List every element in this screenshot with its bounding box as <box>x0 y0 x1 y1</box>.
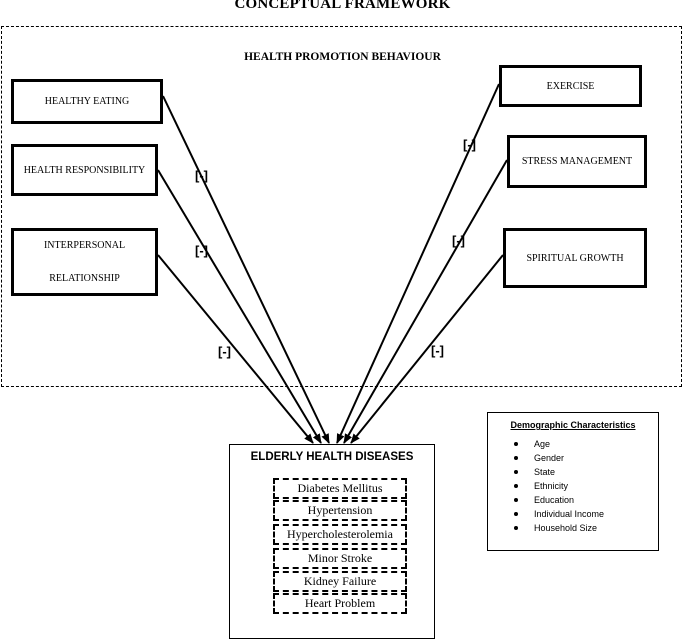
sign-interpersonal: [-] <box>218 344 231 359</box>
demographic-item: Individual Income <box>514 507 604 521</box>
arrow-exercise <box>336 83 500 444</box>
box-exercise: EXERCISE <box>499 65 642 107</box>
arrow-healthy-eating <box>162 95 330 444</box>
health-promotion-frame <box>1 26 682 387</box>
framework-label: HEALTH PROMOTION BEHAVIOUR <box>244 51 441 63</box>
box-interpersonal-relationship: INTERPERSONAL RELATIONSHIP <box>11 228 158 296</box>
sign-spiritual-growth: [-] <box>431 343 444 358</box>
box-healthy-eating: HEALTHY EATING <box>11 79 163 124</box>
exercise-label: EXERCISE <box>546 80 595 92</box>
arrow-health-responsibility <box>157 169 322 444</box>
demographic-item: Ethnicity <box>514 479 604 493</box>
sign-stress-management: [-] <box>452 233 465 248</box>
demographic-item: Household Size <box>514 521 604 535</box>
box-stress-management: STRESS MANAGEMENT <box>507 135 647 188</box>
disease-item: Hypertension <box>273 500 407 521</box>
disease-item: Heart Problem <box>273 593 407 614</box>
disease-item: Hypercholesterolemia <box>273 524 407 545</box>
stress-management-label: STRESS MANAGEMENT <box>521 156 633 167</box>
sign-health-responsibility: [-] <box>195 243 208 258</box>
demographics-box: Demographic Characteristics Age Gender S… <box>487 412 659 551</box>
elderly-health-title: ELDERLY HEALTH DISEASES <box>250 451 414 463</box>
box-spiritual-growth: SPIRITUAL GROWTH <box>503 228 647 288</box>
page-title: CONCEPTUAL FRAMEWORK <box>234 0 451 12</box>
demographic-item: Age <box>514 437 604 451</box>
demographic-item: State <box>514 465 604 479</box>
disease-item: Minor Stroke <box>273 548 407 569</box>
healthy-eating-label: HEALTHY EATING <box>44 96 130 107</box>
interpersonal-label-line1: INTERPERSONAL <box>43 240 126 251</box>
sign-healthy-eating: [-] <box>195 168 208 183</box>
interpersonal-label-line2: RELATIONSHIP <box>49 273 120 284</box>
spiritual-growth-label: SPIRITUAL GROWTH <box>526 252 624 264</box>
box-health-responsibility: HEALTH RESPONSIBILITY <box>11 144 158 196</box>
demographic-item: Education <box>514 493 604 507</box>
demographic-item: Gender <box>514 451 604 465</box>
disease-item: Diabetes Mellitus <box>273 478 407 499</box>
demographics-title: Demographic Characteristics <box>510 420 636 430</box>
arrow-stress-management <box>343 159 508 444</box>
sign-exercise: [-] <box>463 137 476 152</box>
health-responsibility-label: HEALTH RESPONSIBILITY <box>23 164 146 176</box>
disease-item: Kidney Failure <box>273 571 407 592</box>
arrow-interpersonal <box>157 254 314 444</box>
demographics-list: Age Gender State Ethnicity Education Ind… <box>514 437 604 535</box>
arrow-spiritual-growth <box>350 254 504 444</box>
